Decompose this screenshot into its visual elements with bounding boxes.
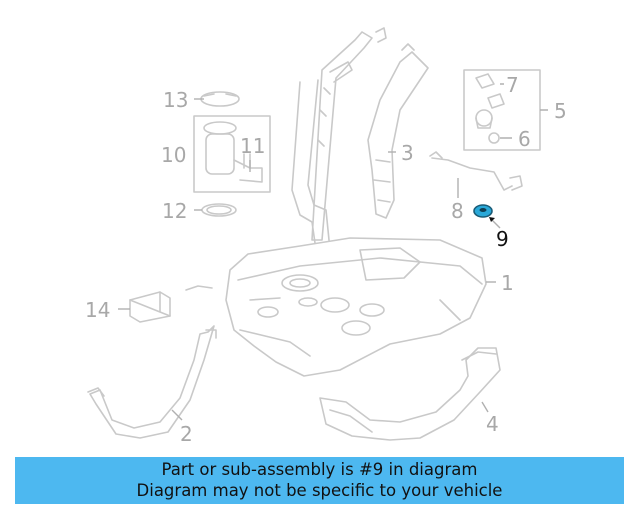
callout-11: 11 xyxy=(240,134,265,158)
callout-13: 13 xyxy=(163,88,188,112)
filler-hose-part-3 xyxy=(367,43,429,219)
harness-part-8 xyxy=(429,151,523,198)
module-part-14 xyxy=(129,291,171,323)
callout-5: 5 xyxy=(554,99,567,123)
ring-part-13 xyxy=(200,91,240,107)
callout-6: 6 xyxy=(518,127,531,151)
callout-3: 3 xyxy=(401,141,414,165)
heat-shield-part-4 xyxy=(319,347,501,441)
callout-8: 8 xyxy=(451,199,464,223)
callout-10: 10 xyxy=(161,143,186,167)
filler-neck-pipes xyxy=(291,27,387,251)
callout-1: 1 xyxy=(501,271,514,295)
strap-part-2 xyxy=(87,325,217,439)
info-banner: Part or sub-assembly is #9 in diagram Di… xyxy=(15,457,624,504)
parts-diagram: 13 10 11 12 14 3 7 5 6 8 9 1 2 4 xyxy=(85,27,567,446)
fuel-tank-part-1 xyxy=(185,237,496,377)
banner-line-disclaimer: Diagram may not be specific to your vehi… xyxy=(136,481,503,500)
part-5-group xyxy=(463,69,548,151)
gasket-part-9 xyxy=(473,204,501,229)
ring-part-12 xyxy=(201,203,237,217)
callout-7: 7 xyxy=(506,73,519,97)
callout-9-highlighted: 9 xyxy=(496,227,509,251)
fuel-pump-box-part-10 xyxy=(193,115,271,193)
callout-14: 14 xyxy=(85,298,110,322)
callout-4: 4 xyxy=(486,412,499,436)
banner-line-part-number: Part or sub-assembly is #9 in diagram xyxy=(161,460,478,479)
callout-2: 2 xyxy=(180,422,193,446)
callout-12: 12 xyxy=(162,199,187,223)
